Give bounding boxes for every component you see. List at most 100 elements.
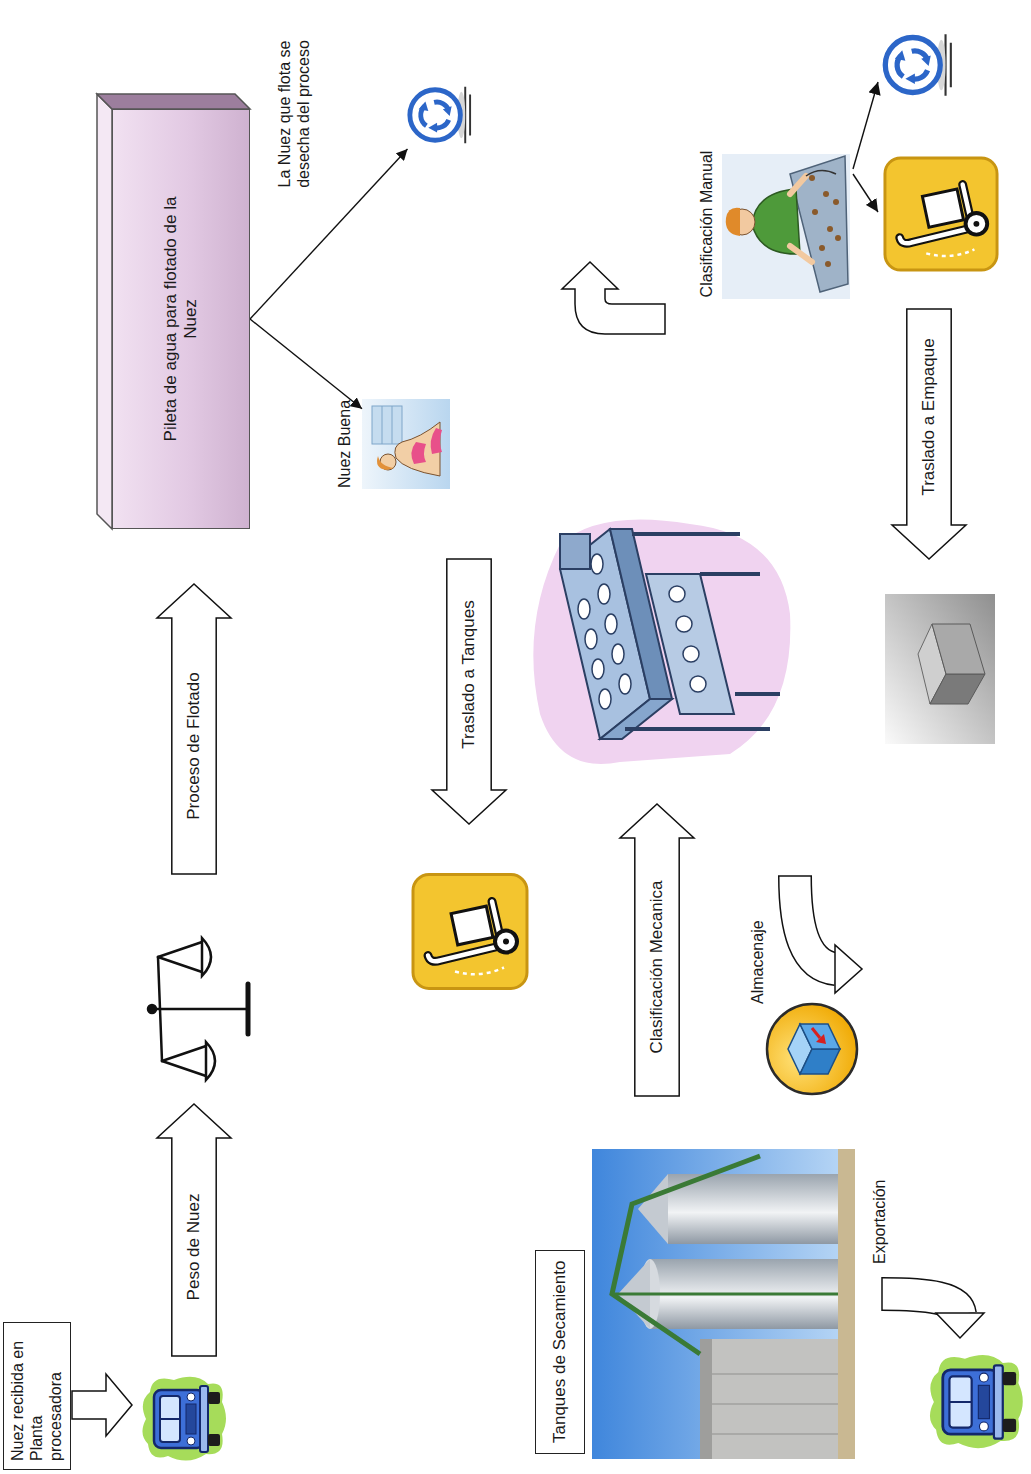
carton-box-photo [885, 594, 995, 744]
block-arrow-outline [620, 804, 694, 1096]
node-text: Nuez Buena [335, 384, 354, 504]
manual-sorting-picture [790, 176, 806, 194]
sorting-machine-illustration [683, 646, 699, 662]
recycle-icon [410, 87, 470, 143]
curved-block-arrow [936, 1313, 984, 1338]
drying-tanks-photo [668, 1174, 840, 1244]
good-nut-picture [392, 406, 393, 444]
curved-block-arrow [778, 876, 862, 993]
water-tank-faces [97, 94, 250, 109]
manual-sorting-picture [809, 175, 841, 267]
good-nut-picture [372, 406, 402, 444]
picture-node: Nuez Buena [362, 399, 450, 489]
sorting-machine-illustration [560, 534, 590, 569]
sorting-machine-illustration [669, 586, 706, 692]
manual-sorting-picture [827, 226, 833, 232]
input-box: Nuez recibida en Planta procesadora [3, 1322, 71, 1470]
water-tank-faces [97, 94, 250, 529]
scale-icon [158, 942, 202, 957]
curved-block-arrow [882, 1277, 984, 1338]
drying-tanks-photo [612, 1156, 760, 1354]
node-text: Tanques de Secamiento [550, 1261, 570, 1443]
block-arrow: Proceso de Flotado [157, 584, 231, 874]
drying-tanks-photo [592, 1149, 855, 1459]
sorting-machine-illustration [578, 599, 590, 619]
carton-box-photo [885, 594, 995, 744]
manual-sorting-picture [833, 199, 839, 205]
scale-icon [202, 938, 211, 976]
block-arrow-outline [892, 309, 966, 559]
drying-tanks-photo [838, 1149, 855, 1459]
sorting-machine-illustration [578, 554, 631, 709]
scale-icon [148, 938, 248, 1080]
scale-icon [206, 1042, 215, 1080]
sorting-machine-illustration [646, 574, 734, 714]
water-tank-faces [97, 94, 112, 529]
sorting-machine-illustration [612, 644, 624, 664]
sorting-machine-illustration [600, 699, 672, 739]
scale-icon [148, 1005, 156, 1013]
connector-arrow [250, 149, 408, 319]
drying-tanks-photo [700, 1339, 712, 1459]
sorting-machine-illustration [625, 534, 780, 729]
down-block-arrow [72, 1374, 132, 1436]
hand-truck-icon [413, 875, 527, 989]
sorting-machine-illustration [619, 674, 631, 694]
truck-icon [930, 1355, 1023, 1448]
scale-icon [158, 957, 162, 1061]
tank-label-box: Tanques de Secamiento [535, 1250, 585, 1454]
sorting-machine-illustration [533, 520, 790, 765]
drying-tanks-photo [612, 1293, 840, 1296]
sorting-machine-illustration [676, 616, 692, 632]
connector-arrow [250, 319, 362, 409]
warehouse-icon [800, 1049, 840, 1074]
manual-sorting-picture [809, 175, 815, 181]
scale-icon [162, 1061, 206, 1076]
drying-tanks-photo [712, 1373, 855, 1375]
manual-sorting-picture [806, 170, 836, 176]
leader-arrows [853, 174, 878, 212]
down-block-arrow [72, 1374, 132, 1436]
manual-sorting-picture [812, 209, 818, 215]
curved-block-arrow [882, 1294, 960, 1314]
recycle-node: La Nuez que flota se desecha del proceso [405, 81, 473, 149]
carton-box-photo [930, 674, 985, 704]
block-arrow-outline [157, 1104, 231, 1356]
sorting-machine-illustration [591, 554, 603, 574]
node-text: Pileta de agua para flotado de la Nuez [161, 189, 202, 449]
drying-tanks-photo [712, 1433, 855, 1435]
turn-block-arrow [562, 262, 665, 334]
sorting-machine-illustration [632, 532, 740, 536]
manual-sorting-picture [790, 246, 812, 262]
truck-icon [142, 1377, 226, 1461]
sorting-machine-illustration [533, 520, 790, 765]
curved-block-arrow [795, 876, 836, 969]
drying-tanks-photo [638, 1174, 668, 1244]
leader-arrows [853, 82, 878, 212]
recycle-icon [410, 87, 470, 143]
warehouse-icon [800, 1024, 840, 1049]
block-arrow: Traslado a Tanques [432, 559, 506, 824]
recycle-icon [885, 34, 951, 95]
good-nut-picture [411, 442, 426, 464]
scale-icon [158, 957, 202, 972]
block-arrow-outline [432, 559, 506, 824]
block-arrow: Clasificación Mecanica [620, 804, 694, 1096]
good-nut-picture [362, 399, 450, 489]
good-nut-picture [382, 406, 383, 444]
scale-icon [162, 1046, 206, 1061]
sorting-machine-illustration [605, 614, 617, 634]
manual-sorting-picture [726, 208, 740, 236]
hand-truck-icon [413, 875, 527, 989]
turn-block-arrow [562, 262, 665, 334]
curved-block-arrow [881, 1277, 883, 1311]
sorting-machine-illustration [585, 629, 597, 649]
sorting-machine-illustration [735, 692, 780, 696]
good-nut-picture [362, 399, 450, 489]
sorting-machine-illustration [599, 689, 611, 709]
drying-tanks-photo [592, 1149, 855, 1459]
truck-icon [930, 1355, 1023, 1448]
water-tank-box: Pileta de agua para flotado de la Nuez [112, 109, 250, 529]
warehouse-icon [767, 1004, 857, 1094]
